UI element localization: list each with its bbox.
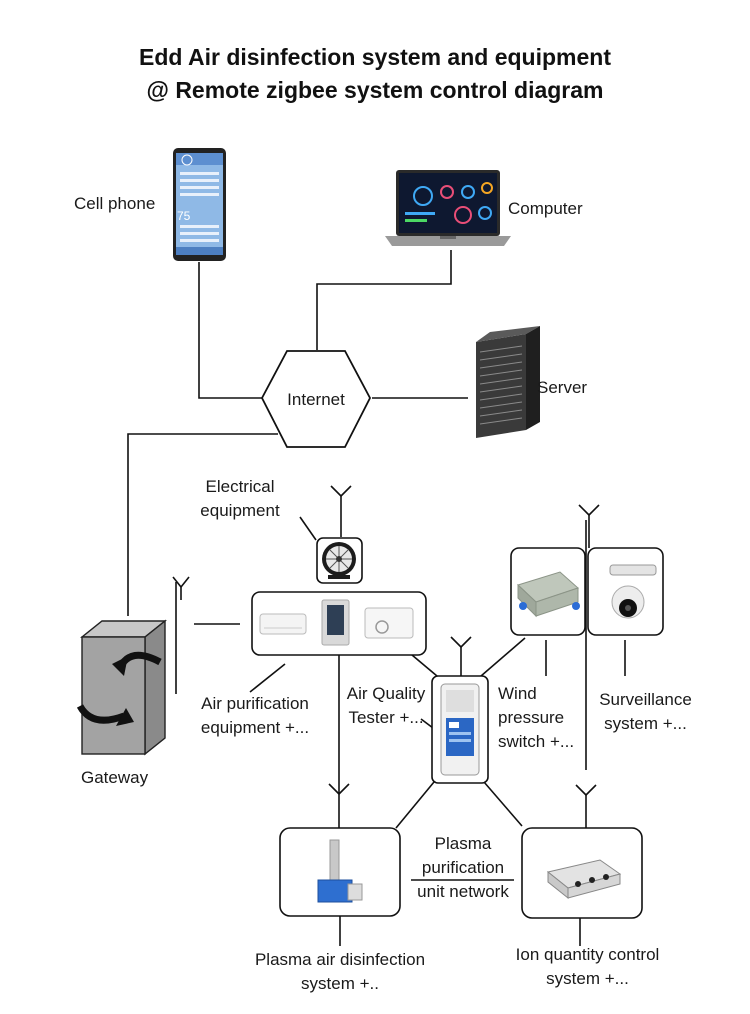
- air-disinfector-icon: [364, 607, 414, 639]
- antenna-icon: [575, 784, 597, 828]
- air-purifier-icon: [321, 599, 350, 646]
- internet-node: [260, 350, 372, 448]
- air-quality-tester-icon: [440, 683, 480, 776]
- antenna-icon: [450, 636, 472, 676]
- antenna-icon: [172, 576, 190, 600]
- plasma-network-label: Plasma purification unit network: [417, 834, 509, 901]
- pressure-switch-icon: [517, 571, 580, 618]
- antenna-icons: [172, 485, 600, 828]
- electrical-equipment-label: Electrical equipment: [200, 477, 280, 520]
- ion-controller-icon: [546, 859, 622, 900]
- cell-phone-label: Cell phone: [74, 194, 156, 213]
- gateway-label: Gateway: [81, 768, 149, 787]
- server-label: Server: [537, 378, 588, 397]
- internet-label: Internet: [287, 390, 345, 409]
- connection-lines: [127, 250, 626, 946]
- surveillance-label: Surveillance system +...: [599, 690, 692, 733]
- antenna-icon: [328, 783, 350, 828]
- computer-label: Computer: [508, 199, 583, 218]
- air-quality-tester-label: Air Quality Tester +...: [346, 684, 426, 727]
- wind-pressure-label: Wind pressure switch +...: [498, 684, 575, 751]
- diagram-title-line1: Edd Air disinfection system and equipmen…: [139, 44, 611, 70]
- diagram-title-line2: @ Remote zigbee system control diagram: [146, 77, 604, 103]
- air-conditioner-icon: [259, 613, 307, 635]
- camera-icon: [609, 564, 657, 619]
- ion-quantity-label: Ion quantity control system +...: [515, 945, 660, 988]
- plasma-air-label: Plasma air disinfection system +..: [254, 950, 426, 993]
- antenna-icon: [578, 504, 600, 548]
- phone-screen-reading: 75: [177, 209, 191, 223]
- computer-icon: [385, 170, 511, 246]
- fan-icon: [322, 542, 356, 579]
- plasma-device-icon: [317, 839, 363, 903]
- plasma-air-box: [279, 827, 401, 917]
- cell-phone-icon: [173, 148, 226, 261]
- antenna-icon: [330, 485, 352, 537]
- gateway-icon: [76, 619, 167, 756]
- server-icon: [476, 326, 540, 438]
- air-purification-label: Air purification equipment +...: [200, 694, 310, 737]
